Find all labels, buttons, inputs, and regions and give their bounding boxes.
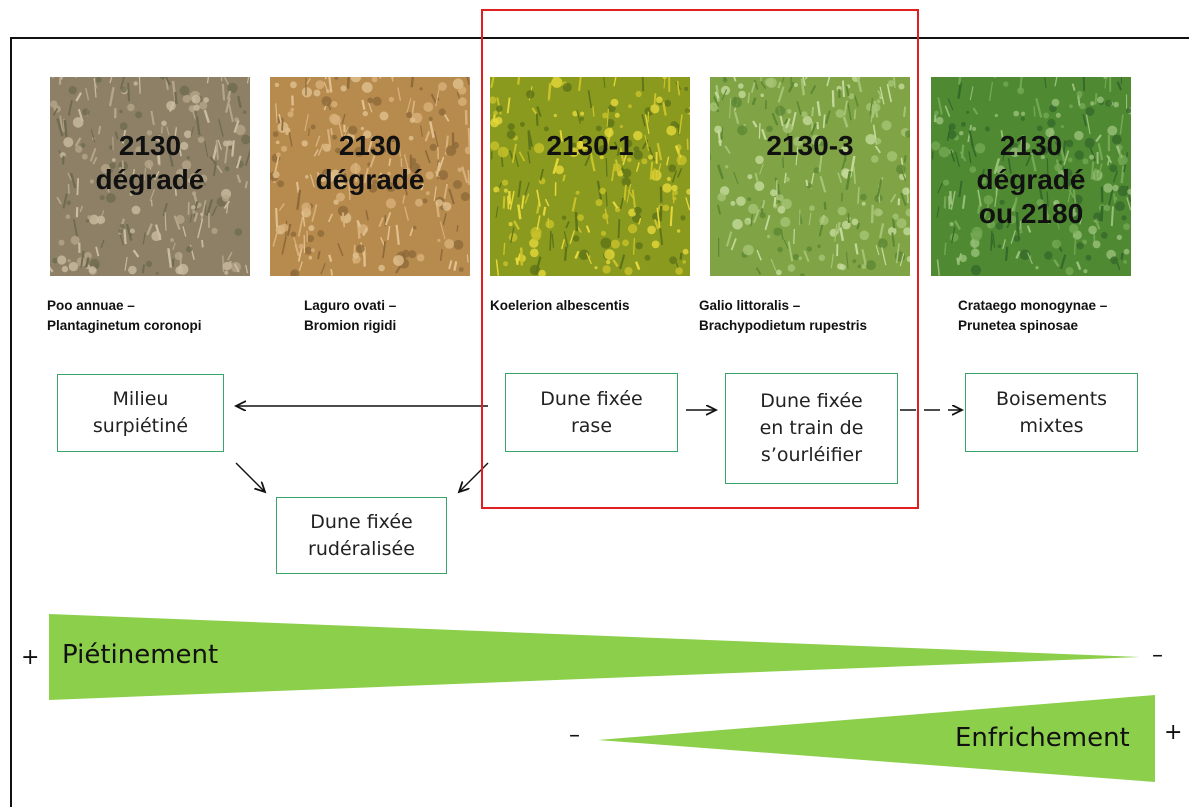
enfrichement-label: Enfrichement: [955, 723, 1130, 753]
arrow-milieu-to-ruderalisee: [236, 463, 265, 492]
enfrichement-minus-sign: –: [569, 723, 580, 748]
pietinement-plus-sign: +: [21, 645, 39, 670]
pietinement-label: Piétinement: [62, 640, 218, 670]
highlight-frame: [481, 9, 919, 509]
enfrichement-plus-sign: +: [1164, 720, 1182, 745]
pietinement-minus-sign: –: [1152, 643, 1163, 668]
